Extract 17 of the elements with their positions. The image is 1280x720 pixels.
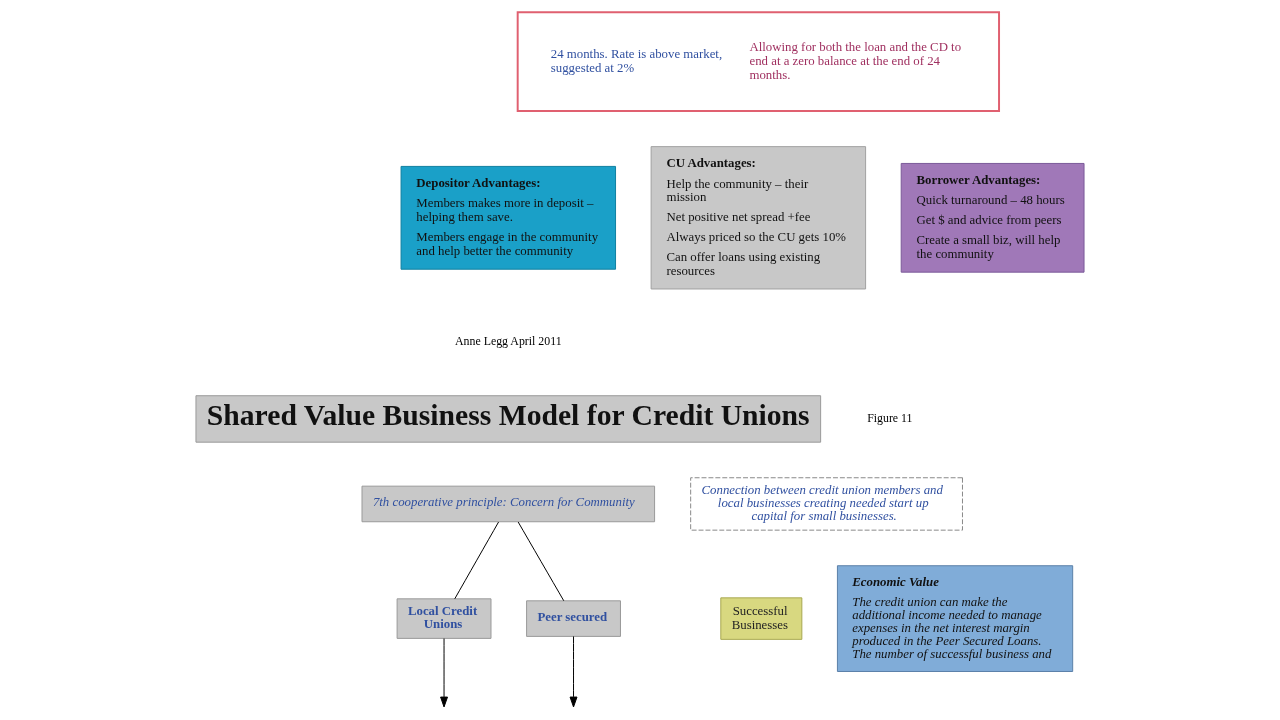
node-box: Economic Value The credit union can make the additional income needed to manage expenses in the net interest margin produced in the Peer Secured Loans. The number of successful business and [836, 565, 1074, 672]
node-box: 24 months. Rate is above market, suggested at 2% Allowing for both the loan and the CD to end at a zero balance at the end of 24 months. [516, 11, 1001, 113]
node-box: Connection between credit union members and local businesses creating needed start up capital for small businesses. [690, 477, 963, 531]
arrow [569, 635, 578, 708]
connector [454, 521, 500, 600]
node-box: Local Credit Unions [396, 598, 492, 639]
node-box: Peer secured [526, 600, 621, 637]
label: Anne Legg April 2011 [454, 334, 562, 349]
node-box: Borrower Advantages: Quick turnaround – 48 hours Get $ and advice from peers Create a small biz, will help the community [900, 162, 1085, 273]
node-box: Depositor Advantages: Members makes more in deposit – helping them save. Members engage in the community and help better the community [400, 165, 617, 270]
node-box: Shared Value Business Model for Credit Unions [195, 395, 822, 443]
connector [517, 521, 565, 602]
node-box: 7th cooperative principle: Concern for Community [361, 485, 656, 523]
arrow [440, 638, 448, 708]
node-box: Successful Businesses [720, 597, 803, 640]
label: Figure 11 [867, 411, 913, 426]
node-box: CU Advantages: Help the community – their mission Net positive net spread +fee Always priced so the CU gets 10% Can offer loans using existing resources [650, 146, 867, 290]
